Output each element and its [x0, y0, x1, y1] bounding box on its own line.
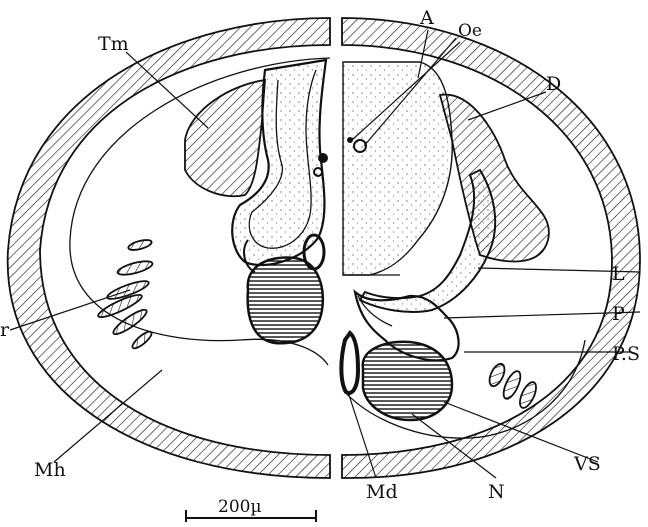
- label-oe: Oe: [458, 21, 482, 41]
- label-mh: Mh: [34, 459, 66, 481]
- label-vs: VS: [573, 453, 601, 475]
- label-n: N: [488, 481, 505, 503]
- scale-bar-label: 200µ: [218, 497, 262, 517]
- nerve-sac-left: [248, 257, 323, 343]
- nerve-sac-right: [363, 342, 452, 420]
- right-small-structures: [486, 362, 539, 411]
- d-yolk-region: [343, 62, 452, 275]
- tm-mass: [185, 80, 265, 196]
- label-md: Md: [366, 481, 398, 503]
- label-d: D: [546, 73, 561, 95]
- label-l: L: [612, 263, 625, 285]
- label-ps: P.S: [612, 343, 640, 365]
- md-cross-section-right: [341, 333, 358, 393]
- scale-bar: 200µ: [186, 497, 316, 522]
- label-r: r: [0, 319, 10, 341]
- label-tm: Tm: [98, 33, 129, 55]
- label-a: A: [419, 7, 434, 29]
- vesicle-dot-1: [318, 153, 328, 163]
- label-p: P: [612, 303, 625, 325]
- r-structures: [96, 238, 154, 351]
